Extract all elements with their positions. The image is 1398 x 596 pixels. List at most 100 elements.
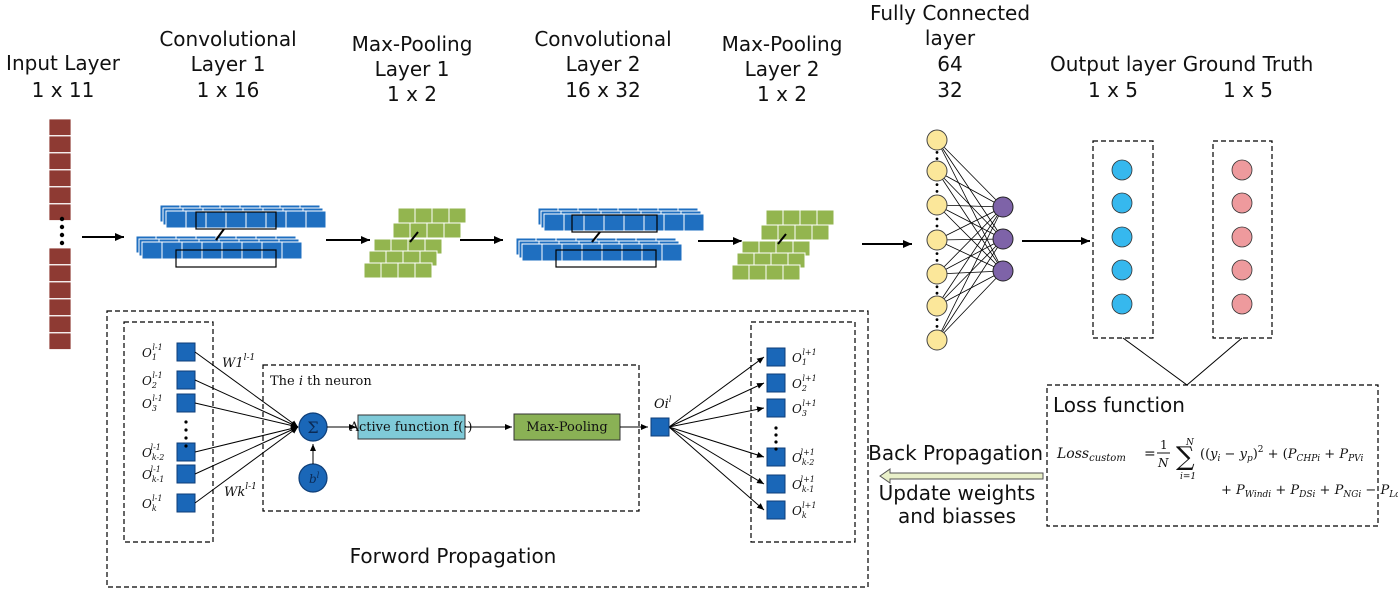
fc-dot (935, 157, 939, 161)
feature-cell (760, 224, 779, 241)
fc-dot (935, 183, 939, 187)
fc-dot (935, 325, 939, 328)
fc-node-64 (926, 329, 948, 351)
output-layer-nodes (1111, 159, 1133, 315)
fc-connection (936, 170, 1004, 240)
ellipsis-dot (184, 420, 188, 424)
pool-link (777, 233, 787, 245)
fc-dot (935, 217, 939, 221)
feature-cell (225, 210, 247, 229)
input-neuron-node (176, 370, 196, 390)
next-layer-box (750, 321, 856, 543)
feature-cell (581, 243, 603, 262)
fc-connection (936, 139, 1004, 240)
input-block (48, 118, 72, 136)
input-block (48, 247, 72, 265)
fc-connection (936, 238, 1004, 341)
output-layer-size: 1 x 5 (1088, 78, 1138, 102)
input-block (48, 281, 72, 299)
fc-node-32 (992, 260, 1014, 282)
output-neuron-label: Ok-1l+1 (792, 475, 815, 494)
weight-top-label: W1l-1 (222, 353, 255, 371)
pool-link (409, 231, 419, 243)
input-neuron-node (176, 493, 196, 513)
ellipsis-dot (184, 444, 188, 448)
weight-bottom-label: Wkl-1 (224, 482, 257, 500)
fc-node-32 (992, 196, 1014, 218)
forward-propagation-box (106, 310, 869, 588)
kernel-outline (195, 211, 277, 230)
output-neuron-node (766, 447, 786, 467)
feature-cell (782, 209, 801, 226)
fc-node-64 (926, 229, 948, 251)
feature-cell (165, 210, 187, 229)
output-layer-title: Output layer (1050, 52, 1177, 76)
fc-dot (935, 259, 939, 262)
input-block (48, 169, 72, 187)
conv2-title: Convolutional (534, 27, 671, 51)
kernel-outline (555, 249, 657, 268)
fc-connection (936, 204, 1004, 240)
output-arrow (668, 406, 765, 428)
feature-cell (541, 243, 563, 262)
feature-cell (414, 207, 433, 224)
fc-dot (935, 291, 939, 295)
fc-connection (936, 206, 1004, 241)
feature-cell (561, 243, 583, 262)
output-node (1111, 259, 1133, 281)
feature-cell (409, 222, 428, 239)
ground-truth-size: 1 x 5 (1223, 78, 1273, 102)
svg-text:N: N (1185, 438, 1195, 448)
feature-cell (799, 209, 818, 226)
feature-cell (392, 222, 411, 239)
output-neuron-label: O3l+1 (792, 399, 817, 418)
conv-layer-2-feature-maps (515, 207, 705, 268)
output-neuron-node (766, 347, 786, 367)
kernel-link (591, 231, 601, 243)
input-neuron-node (176, 393, 196, 413)
fc-size-64: 64 (937, 52, 962, 76)
conv-layer-1-feature-maps (135, 204, 327, 268)
feature-cell (661, 243, 683, 262)
input-neuron-node (176, 342, 196, 362)
output-neuron-label: Okl+1 (792, 501, 816, 520)
output-node (1111, 226, 1133, 248)
kernel-link (215, 228, 225, 241)
feature-cell (583, 213, 605, 232)
input-weight-arrow (194, 379, 299, 428)
feature-cell (141, 241, 163, 260)
feature-cell (794, 224, 813, 241)
feature-cell (380, 262, 399, 279)
output-arrow (668, 426, 765, 458)
ith-neuron-title: The i th neuron (270, 374, 372, 389)
pool1-size: 1 x 2 (387, 82, 437, 106)
ellipsis-dot (774, 426, 778, 430)
svg-text:i=1: i=1 (1180, 472, 1196, 482)
output-neuron-label: Ok-2l+1 (792, 448, 815, 467)
fc-connection (936, 206, 1004, 341)
fc-connection (936, 270, 1004, 307)
feature-cell (285, 210, 307, 229)
input-weight-arrow (194, 351, 299, 428)
fc-node-64 (926, 194, 948, 216)
input-layer-title: Input Layer (6, 51, 121, 75)
header-output-layer: Output layer 1 x 5 (1050, 52, 1177, 102)
input-weight-arrow (194, 426, 299, 475)
feature-cell (765, 209, 784, 226)
feature-cell (782, 264, 801, 281)
maxpool-layer-1-feature-maps (363, 207, 467, 279)
loss-line-1: ((yi − yp)2 + (PCHPi + PPVi (1200, 445, 1363, 464)
truth-node (1231, 259, 1253, 281)
header-maxpool-layer-2: Max-Pooling Layer 2 1 x 2 (722, 32, 843, 106)
ground-truth-title: Ground Truth (1183, 52, 1314, 76)
pool2-size: 1 x 2 (757, 82, 807, 106)
output-node (1111, 159, 1133, 181)
feature-cell (397, 262, 416, 279)
fc-dot (935, 190, 939, 193)
input-block (48, 152, 72, 170)
fc-node-32 (992, 228, 1014, 250)
output-node (1111, 293, 1133, 315)
fc-dot (935, 318, 939, 321)
